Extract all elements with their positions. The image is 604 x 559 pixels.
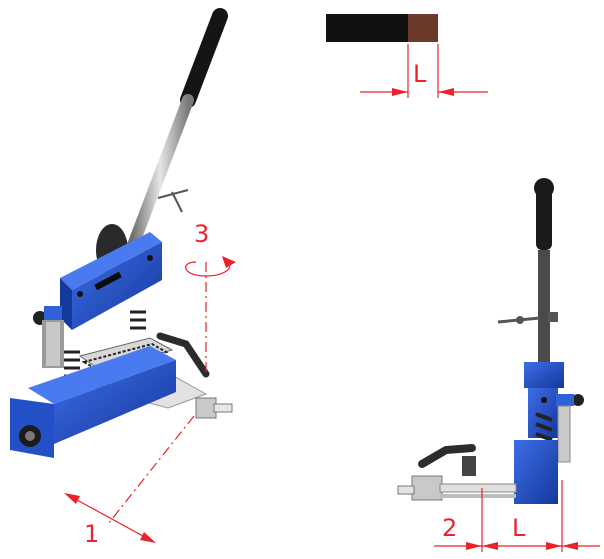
- length-stop: [195, 397, 217, 419]
- top-length-dimension: L: [360, 44, 488, 98]
- side-handle-rod: [538, 250, 550, 362]
- side-knob: [572, 394, 584, 406]
- upper-body-front: [72, 242, 162, 330]
- upper-body-top: [60, 232, 162, 290]
- side-base: [514, 440, 558, 504]
- stripping-machine-isometric: [10, 8, 233, 458]
- side-upper-block: [524, 362, 564, 388]
- direction-label: 1: [84, 520, 99, 548]
- base-front: [54, 360, 176, 444]
- stripping-machine-side: [397, 178, 584, 504]
- clamp-lever: [156, 332, 210, 378]
- side-mid-block: [528, 388, 558, 438]
- top-length-label: L: [413, 60, 427, 88]
- base-top: [28, 346, 176, 404]
- rotation-indicator: 3: [185, 220, 236, 374]
- side-handle-grip: [536, 188, 552, 250]
- side-length-stop: [411, 475, 443, 501]
- side-clamp-lever: [418, 444, 476, 468]
- side-length-label: L: [512, 514, 526, 542]
- lever-handle: [126, 8, 228, 254]
- side-stop-rod: [439, 483, 517, 493]
- side-clamp-arm: [497, 312, 558, 324]
- wire-insulation: [326, 14, 408, 42]
- side-offset-label: 2: [442, 514, 457, 542]
- rotation-label: 3: [194, 220, 209, 248]
- wire-sample: [326, 14, 438, 42]
- side-dimensions: 2 L: [434, 480, 600, 552]
- direction-indicator: 1: [64, 415, 195, 548]
- wire-conductor: [408, 14, 438, 42]
